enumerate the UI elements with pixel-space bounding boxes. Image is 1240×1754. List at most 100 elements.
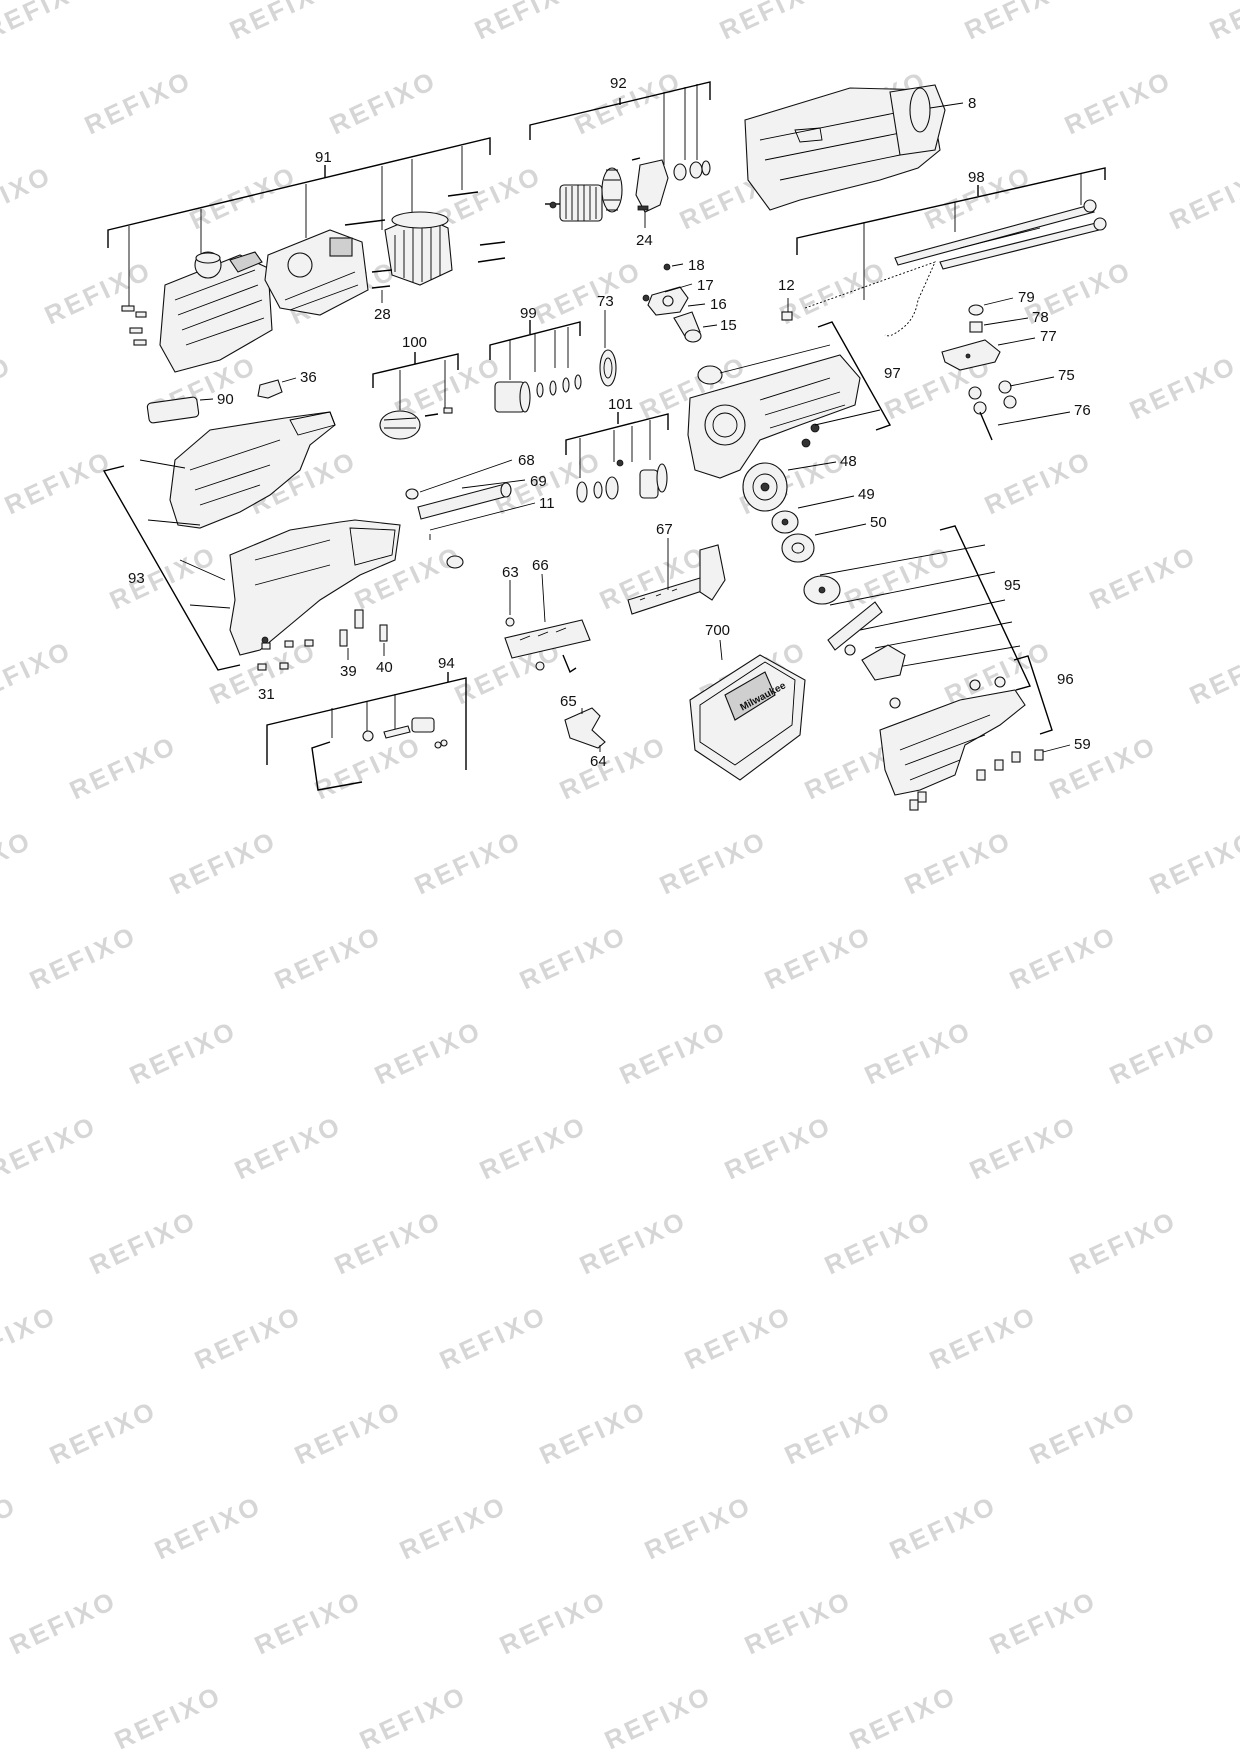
part-lever-64 xyxy=(564,707,606,749)
part-screws-93 xyxy=(257,639,314,671)
watermark-text: REFIXO xyxy=(860,1015,977,1091)
watermark-text: REFIXO xyxy=(925,1300,1042,1376)
watermark-text: REFIXO xyxy=(780,1395,897,1471)
watermark-text: REFIXO xyxy=(570,65,687,141)
part-nose-housing-96 xyxy=(879,676,1026,796)
part-foot-67 xyxy=(627,544,726,615)
watermark-text: REFIXO xyxy=(270,920,387,996)
callout-17: 17 xyxy=(697,277,714,294)
watermark-text: REFIXO xyxy=(45,1395,162,1471)
watermark-text: REFIXO xyxy=(190,1300,307,1376)
watermark-text: REFIXO xyxy=(1060,65,1177,141)
watermark-text: REFIXO xyxy=(410,825,527,901)
watermark-text: REFIXO xyxy=(250,1585,367,1661)
watermark-text: REFIXO xyxy=(125,1015,242,1091)
part-carry-case-700: Milwaukee xyxy=(689,654,806,781)
callout-68: 68 xyxy=(518,452,535,469)
watermark-text: REFIXO xyxy=(0,160,57,236)
part-shaft-15 xyxy=(673,311,702,343)
watermark-text: REFIXO xyxy=(885,1490,1002,1566)
part-control-module xyxy=(159,251,273,373)
callout-99: 99 xyxy=(520,305,537,322)
watermark-text: REFIXO xyxy=(355,1680,472,1754)
part-washer-49 xyxy=(771,510,799,534)
callout-15: 15 xyxy=(720,317,737,334)
callout-67: 67 xyxy=(656,521,673,538)
watermark-text: REFIXO xyxy=(5,1585,122,1661)
callout-100: 100 xyxy=(402,334,427,351)
bracket-91 xyxy=(107,137,491,310)
watermark-text: REFIXO xyxy=(715,0,832,45)
watermark-text: REFIXO xyxy=(1145,825,1240,901)
part-screws-59 xyxy=(909,749,1044,811)
watermark-text: REFIXO xyxy=(1205,0,1240,45)
watermark-text: REFIXO xyxy=(475,1110,592,1186)
watermark-text: REFIXO xyxy=(1085,540,1202,616)
part-label-90 xyxy=(146,396,200,424)
watermark-text: REFIXO xyxy=(655,825,772,901)
bracket-100 xyxy=(372,352,459,410)
bracket-101 xyxy=(565,412,669,478)
callout-90: 90 xyxy=(217,391,234,408)
watermark-text: REFIXO xyxy=(575,1205,692,1281)
watermark-text: REFIXO xyxy=(105,540,222,616)
watermark-text: REFIXO xyxy=(150,1490,267,1566)
part-blade-clamp-95 xyxy=(803,575,906,709)
part-guide-rails xyxy=(894,199,1107,270)
watermark-text: REFIXO xyxy=(600,1680,717,1754)
watermark-text: REFIXO xyxy=(85,1205,202,1281)
watermark-text: REFIXO xyxy=(530,255,647,331)
callout-24: 24 xyxy=(636,232,653,249)
part-cam-16 xyxy=(642,286,689,316)
callout-700: 700 xyxy=(705,622,730,639)
part-clutch-99 xyxy=(494,374,582,413)
callout-75: 75 xyxy=(1058,367,1075,384)
bracket-93 xyxy=(102,465,241,671)
callout-31: 31 xyxy=(258,686,275,703)
callout-76: 76 xyxy=(1074,402,1091,419)
watermark-text: REFIXO xyxy=(1125,350,1240,426)
callout-48: 48 xyxy=(840,453,857,470)
callout-69: 69 xyxy=(530,473,547,490)
watermark-text: REFIXO xyxy=(900,825,1017,901)
watermark-text: REFIXO xyxy=(165,825,282,901)
bracket-96 xyxy=(1013,655,1053,735)
part-small-79-78 xyxy=(968,304,984,333)
part-housing-half-top xyxy=(169,411,336,529)
watermark-text: REFIXO xyxy=(80,65,197,141)
watermark-text: REFIXO xyxy=(1005,920,1122,996)
watermark-text: REFIXO xyxy=(965,1110,1082,1186)
part-motor-screws xyxy=(344,191,506,289)
callout-16: 16 xyxy=(710,296,727,313)
watermark-text: REFIXO xyxy=(820,1205,937,1281)
callout-97: 97 xyxy=(884,365,901,382)
watermark-text: REFIXO xyxy=(0,635,77,711)
callout-94: 94 xyxy=(438,655,455,672)
watermark-text: REFIXO xyxy=(395,1490,512,1566)
part-clips-75 xyxy=(968,380,1017,415)
watermark-text: REFIXO xyxy=(1165,160,1240,236)
watermark-text: REFIXO xyxy=(985,1585,1102,1661)
watermark-text: REFIXO xyxy=(435,1300,552,1376)
part-bevel-gear-48 xyxy=(742,462,788,512)
callout-64: 64 xyxy=(590,753,607,770)
watermark-text: REFIXO xyxy=(225,0,342,45)
watermark-text: REFIXO xyxy=(65,730,182,806)
watermark-text: REFIXO xyxy=(495,1585,612,1661)
callout-63: 63 xyxy=(502,564,519,581)
watermark-text: REFIXO xyxy=(0,0,97,45)
part-gears-101 xyxy=(576,459,668,503)
watermark-text: REFIXO xyxy=(290,1395,407,1471)
part-gear-case-97 xyxy=(687,354,861,479)
part-motor-housing xyxy=(264,229,369,316)
watermark-text: REFIXO xyxy=(680,1300,797,1376)
callout-95: 95 xyxy=(1004,577,1021,594)
part-screws-39-40 xyxy=(339,609,388,647)
watermark-text: REFIXO xyxy=(845,1680,962,1754)
watermark-text: REFIXO xyxy=(370,1015,487,1091)
callout-40: 40 xyxy=(376,659,393,676)
watermark-text: REFIXO xyxy=(40,255,157,331)
callout-77: 77 xyxy=(1040,328,1057,345)
callout-12: 12 xyxy=(778,277,795,294)
